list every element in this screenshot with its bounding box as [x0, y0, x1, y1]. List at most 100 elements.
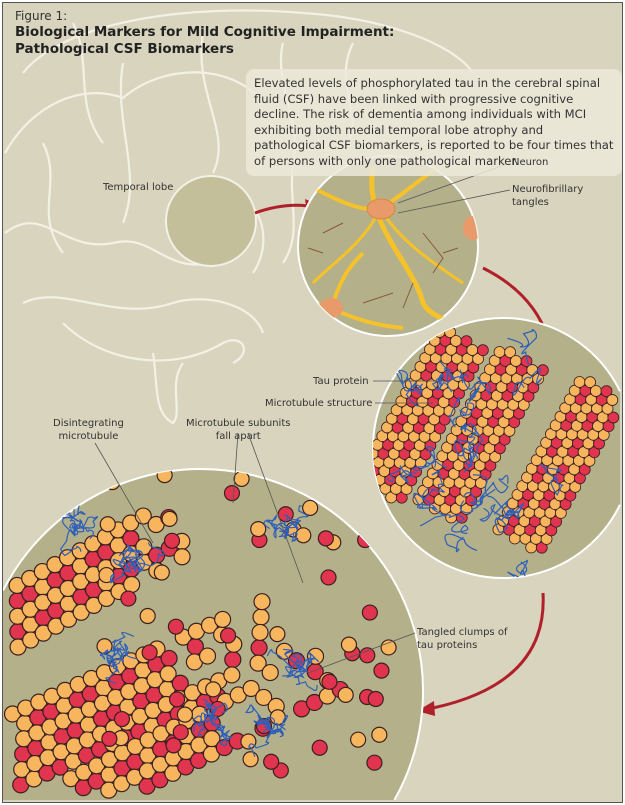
tubulin-subunit — [255, 688, 273, 707]
tubulin-subunit — [295, 527, 312, 544]
tubulin-subunit — [367, 690, 384, 708]
tau-protein — [448, 396, 475, 428]
title-line-2: Pathological CSF Biomarkers — [15, 41, 234, 57]
tubulin-subunit — [493, 346, 506, 358]
tau-protein — [459, 369, 491, 402]
label-temporal-lobe: Temporal lobe — [103, 182, 174, 193]
tau-protein — [120, 549, 144, 573]
tau-protein — [444, 533, 478, 553]
tubulin-subunit — [335, 485, 352, 502]
tubulin-subunit — [311, 739, 328, 756]
tubulin-subunit — [223, 485, 241, 502]
tubulin-subunit — [99, 516, 116, 533]
tubulin-subunit — [141, 644, 158, 661]
label-tangled-clumps: Tangled clumps of tau proteins — [417, 626, 507, 652]
tubulin-subunit — [249, 654, 267, 672]
tau-protein — [507, 329, 538, 367]
tubulin-subunit — [172, 724, 189, 741]
label-line: Disintegrating — [53, 418, 124, 429]
tau-protein — [507, 559, 529, 578]
tau-protein — [302, 651, 320, 669]
tubulin-subunit — [167, 618, 185, 635]
tau-protein — [461, 425, 484, 473]
tau-protein — [192, 712, 214, 736]
tau-protein — [209, 717, 233, 740]
tubulin-subunit — [373, 473, 375, 486]
tubulin-subunit — [123, 575, 141, 594]
label-line: Microtubule subunits — [186, 418, 291, 429]
description-box: Elevated levels of phosphorylated tau in… — [246, 69, 622, 176]
tau-protein — [438, 360, 469, 384]
tau-protein — [295, 665, 318, 692]
tubulin-subunit — [321, 673, 338, 690]
tau-protein — [132, 542, 165, 570]
tau-protein — [459, 492, 483, 514]
tau-protein — [262, 716, 284, 738]
tau-protein — [266, 649, 306, 679]
tubulin-subunit — [250, 639, 268, 657]
tubulin-subunit — [510, 355, 522, 367]
tau-protein — [112, 557, 134, 573]
tubulin-subunit — [359, 647, 376, 664]
tubulin-subunit — [139, 607, 156, 625]
tubulin-subunit — [253, 593, 271, 611]
brain-outline — [4, 9, 474, 425]
tubulin-subunit — [101, 730, 118, 747]
tubulin-subunit — [160, 649, 178, 668]
label-line: tau proteins — [417, 640, 478, 651]
label-line: Tangled clumps of — [417, 627, 508, 638]
tubulin-subunit — [317, 530, 334, 547]
tau-protein — [284, 505, 309, 534]
tubulin-subunit — [340, 636, 358, 653]
microtubule-structure — [373, 326, 620, 578]
tau-protein — [99, 640, 126, 664]
disintegrating-microtubules — [3, 469, 408, 799]
figure-label: Figure 1: — [15, 9, 68, 23]
arrow-to-disintegration — [432, 592, 545, 710]
tubulin-subunit — [466, 344, 479, 356]
label-disintegrating-microtubule: Disintegrating microtubule — [53, 417, 124, 443]
tubulin-subunit — [165, 737, 182, 754]
label-microtubule-structure: Microtubule structure — [265, 398, 373, 409]
tubulin-subunit — [373, 456, 374, 469]
tubulin-subunit — [252, 608, 270, 626]
tubulin-subunit — [159, 665, 177, 683]
tubulin-subunit — [205, 681, 222, 698]
tubulin-subunit — [176, 706, 194, 723]
label-line: microtubule — [58, 431, 119, 442]
tubulin-subunit — [153, 564, 170, 581]
tau-protein — [106, 645, 120, 668]
tau-protein — [283, 514, 302, 534]
tubulin-subunit — [198, 647, 217, 665]
microtubule-circle-outline — [372, 317, 621, 579]
tubulin-subunit — [606, 394, 619, 406]
tubulin-subunit — [156, 469, 173, 484]
tau-protein — [106, 631, 135, 664]
tubulin-subunit — [600, 385, 613, 398]
tubulin-subunit — [113, 710, 131, 728]
temporal-lobe-circle — [165, 175, 257, 267]
tubulin-subunit — [269, 626, 286, 643]
tubulin-subunit — [224, 650, 242, 669]
tau-protein — [205, 702, 229, 722]
tubulin-subunit — [380, 639, 397, 656]
tau-protein — [263, 514, 290, 539]
tau-protein — [479, 499, 520, 522]
tubulin-subunit — [373, 662, 390, 679]
tubulin-subunit — [504, 346, 517, 359]
figure-title: Biological Markers for Mild Cognitive Im… — [15, 24, 394, 58]
tubulin-subunit — [168, 691, 186, 708]
tau-protein — [419, 514, 469, 535]
tubulin-subunit — [337, 686, 354, 703]
tubulin-subunit — [590, 385, 602, 397]
tau-protein — [60, 529, 82, 557]
tubulin-subunit — [214, 610, 232, 629]
tubulin-subunit — [203, 730, 221, 748]
tubulin-subunit — [161, 510, 178, 528]
tubulin-subunit — [573, 376, 586, 388]
tubulin-subunit — [302, 499, 319, 517]
tau-protein — [386, 465, 417, 484]
tubulin-subunit — [251, 623, 269, 642]
tau-protein — [494, 503, 524, 534]
